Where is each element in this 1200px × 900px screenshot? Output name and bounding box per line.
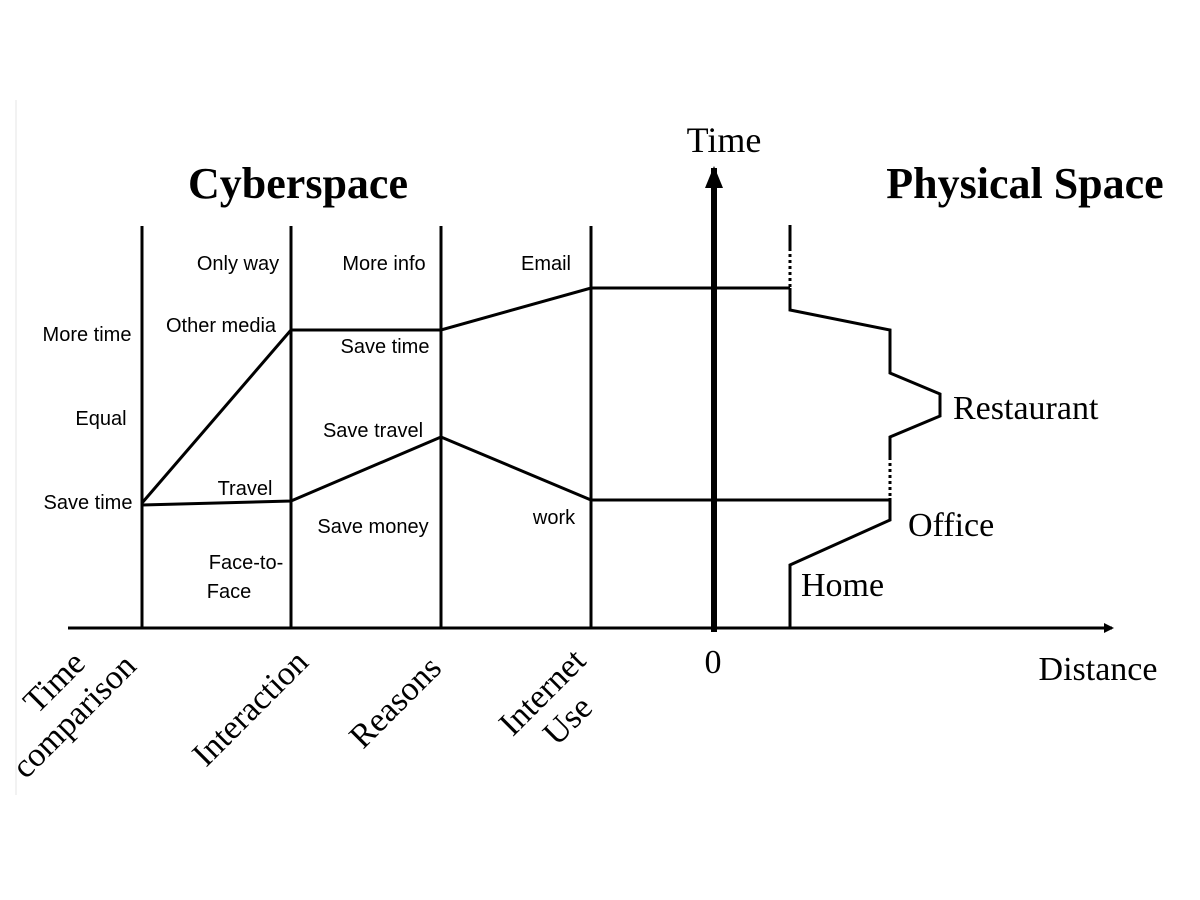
- label-work: work: [532, 507, 576, 529]
- column-label-interaction: Interaction: [185, 643, 315, 773]
- label-save-money: Save money: [317, 516, 428, 538]
- label-only-way: Only way: [197, 253, 279, 275]
- place-office: Office: [908, 507, 994, 544]
- cyberspace-title: Cyberspace: [188, 159, 408, 208]
- label-face-to-face-2: Face: [207, 581, 251, 603]
- column-label-time-comparison: Time comparison: [5, 645, 143, 786]
- label-travel: Travel: [218, 478, 273, 500]
- column-label-internet-use: Internet Use: [492, 642, 600, 753]
- label-equal: Equal: [75, 408, 126, 430]
- label-email: Email: [521, 253, 571, 275]
- distance-axis-label: Distance: [1039, 651, 1158, 688]
- label-more-time: More time: [43, 324, 132, 346]
- email-path: [140, 286, 790, 504]
- place-home: Home: [801, 567, 884, 604]
- time-axis-arrowhead: [705, 166, 723, 188]
- origin-label: 0: [705, 644, 722, 681]
- trajectory-office-home: [788, 498, 892, 628]
- label-more-info: More info: [342, 253, 425, 275]
- physical-space-title: Physical Space: [886, 159, 1163, 208]
- label-other-media: Other media: [166, 315, 277, 337]
- place-restaurant: Restaurant: [953, 390, 1099, 427]
- label-save-travel: Save travel: [323, 420, 423, 442]
- label-save-time-reasons: Save time: [341, 336, 430, 358]
- work-path: [141, 435, 890, 507]
- label-face-to-face-1: Face-to-: [209, 552, 283, 574]
- column-label-reasons: Reasons: [342, 649, 448, 755]
- label-save-time-comparison: Save time: [44, 492, 133, 514]
- time-axis-label: Time: [687, 120, 762, 160]
- trajectory-restaurant: [788, 288, 942, 457]
